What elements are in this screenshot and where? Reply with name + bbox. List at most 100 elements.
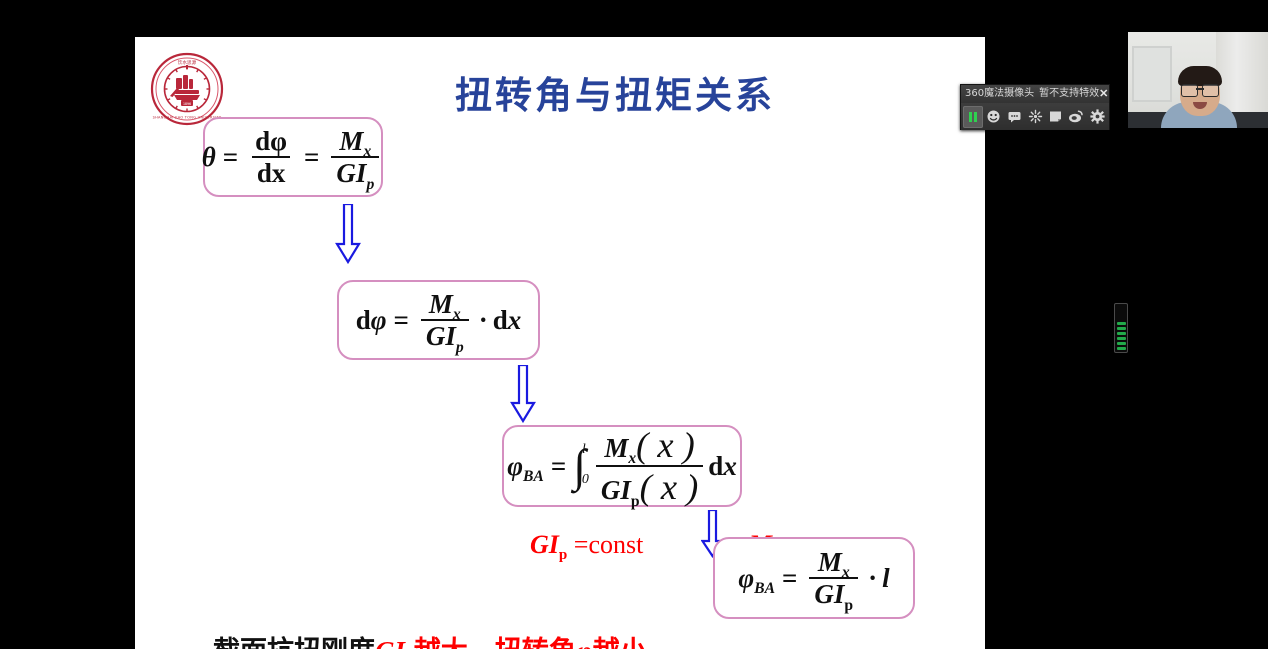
- symbol-phi: φ: [507, 450, 523, 481]
- glasses-bridge: [1196, 88, 1204, 90]
- level-segment: [1116, 342, 1126, 345]
- subscript-p: p: [455, 338, 464, 356]
- bottom-text-part1: 截面抗扭刚度: [213, 636, 375, 649]
- symbol-d-tail: d: [708, 450, 724, 481]
- level-segment: [1116, 337, 1126, 340]
- level-segment-off: [1117, 307, 1126, 310]
- glasses-left-lens: [1181, 84, 1198, 97]
- symbol-phi: φ: [370, 304, 387, 335]
- down-arrow-2-icon: [510, 365, 536, 423]
- symbol-x-tail: x: [723, 450, 737, 481]
- level-segment: [1116, 332, 1126, 335]
- numerator-dphi: dφ: [255, 125, 288, 156]
- integral-symbol-icon: ∫ l 0: [573, 442, 589, 488]
- symbol-gi: GI: [425, 321, 456, 351]
- svg-text:饮水思源: 饮水思源: [178, 59, 197, 66]
- formula-theta-content: θ = dφ dx = Mx GIp: [201, 125, 385, 192]
- symbol-d-tail: d: [492, 304, 508, 335]
- smiley-face-icon[interactable]: [984, 106, 1004, 128]
- webcam-person-hair: [1178, 66, 1222, 86]
- weibo-icon[interactable]: [1067, 106, 1087, 128]
- numerator-mx: Mx: [813, 547, 855, 580]
- glasses-right-lens: [1202, 84, 1219, 97]
- symbol-gi: GI: [600, 475, 631, 505]
- webcam-person-glasses: [1181, 84, 1219, 97]
- equals-1: =: [222, 141, 239, 172]
- bottom-text-part4: 扭转角φ越小: [495, 636, 647, 649]
- close-icon[interactable]: ✕: [1099, 87, 1109, 100]
- formula-box-final: φBA = Mx GIp · l: [713, 537, 915, 619]
- fraction-dphi-dx: dφ dx: [250, 125, 292, 188]
- integral-lower-limit: 0: [581, 472, 589, 487]
- camera-toolbar-status: 暂不支持特效: [1039, 88, 1100, 99]
- equals-const-text: =const: [567, 530, 644, 559]
- symbol-m: M: [604, 432, 629, 463]
- level-segment: [1116, 327, 1126, 330]
- equals: =: [782, 562, 798, 593]
- formula-final-content: φBA = Mx GIp · l: [738, 547, 889, 613]
- symbol-theta: θ: [201, 141, 216, 172]
- subscript-x: x: [452, 306, 461, 324]
- numerator-mx: Mx: [334, 125, 376, 159]
- symbol-d: d: [355, 304, 371, 335]
- pause-icon[interactable]: [963, 105, 983, 128]
- bottom-text-gi: GI: [375, 636, 405, 649]
- argument-x: ( x ): [636, 424, 695, 465]
- level-segment-off: [1117, 317, 1126, 320]
- subscript-x: x: [628, 450, 637, 468]
- multiplication-dot: ·: [478, 304, 488, 335]
- denominator-gip-of-x: GIp( x ): [595, 465, 704, 509]
- subscript-p: p: [844, 596, 854, 614]
- frame-icon[interactable]: [1046, 106, 1066, 128]
- integral-limits: l 0: [581, 442, 589, 488]
- integral-upper-limit: l: [581, 442, 586, 457]
- symbol-gi: GI: [814, 579, 845, 609]
- down-arrow-1-icon: [335, 204, 361, 264]
- fraction-mx-gip: Mx GIp: [331, 125, 380, 192]
- webcam-preview[interactable]: [1128, 32, 1268, 128]
- webcam-person-mouth: [1193, 102, 1207, 109]
- denominator-gip: GIp: [809, 577, 859, 613]
- subscript-p: p: [558, 547, 568, 564]
- presentation-slide: 饮水思源 SHANGHAI JIAO TONG UNIVERSITY 1896 …: [135, 37, 985, 649]
- camera-toolbar-titlebar[interactable]: 360魔法摄像头 暂不支持特效 ✕: [961, 85, 1109, 103]
- level-segment-off: [1117, 312, 1126, 315]
- symbol-m: M: [428, 288, 453, 319]
- denominator-dx: dx: [251, 156, 291, 187]
- symbol-phi: φ: [738, 562, 755, 593]
- formula-integral-content: φBA = ∫ l 0 Mx( x ) GIp( x ) d x: [507, 424, 737, 510]
- level-segment: [1116, 347, 1126, 350]
- slide-title: 扭转角与扭矩关系: [455, 76, 775, 117]
- symbol-x-tail: x: [507, 304, 522, 335]
- subscript-p: p: [630, 492, 640, 510]
- denominator-gip: GIp: [420, 319, 469, 355]
- formula-box-theta: θ = dφ dx = Mx GIp: [201, 117, 385, 197]
- equals-2: =: [304, 141, 320, 172]
- formula-box-dphi: d φ = Mx GIp · d x: [337, 280, 540, 360]
- multiplication-dot: ·: [868, 562, 878, 593]
- subscript-x: x: [841, 564, 850, 582]
- fraction-mx-gip-of-x: Mx( x ) GIp( x ): [595, 424, 704, 509]
- magic-sparkle-icon[interactable]: [1025, 106, 1045, 128]
- svg-text:1896: 1896: [183, 102, 191, 106]
- svg-text:SHANGHAI JIAO TONG UNIVERSITY: SHANGHAI JIAO TONG UNIVERSITY: [153, 116, 222, 120]
- formula-box-integral: φBA = ∫ l 0 Mx( x ) GIp( x ) d x: [502, 424, 742, 510]
- symbol-gi: GI: [530, 530, 559, 559]
- camera-toolbar-title: 360魔法摄像头: [965, 88, 1035, 99]
- phi-ba-group: φBA: [507, 450, 544, 486]
- subscript-ba: BA: [754, 580, 776, 598]
- speech-bubble-icon[interactable]: [1004, 106, 1024, 128]
- subscript-ba: BA: [522, 468, 544, 486]
- symbol-m: M: [339, 125, 364, 156]
- camera-toolbar[interactable]: 360魔法摄像头 暂不支持特效 ✕: [960, 84, 1110, 130]
- slide-bottom-conclusion: 截面抗扭刚度GIp越大，扭转角φ越小: [213, 629, 647, 649]
- camera-toolbar-icon-row: [961, 103, 1109, 130]
- argument-x: ( x ): [639, 467, 699, 507]
- formula-dphi-content: d φ = Mx GIp · d x: [355, 288, 522, 355]
- gear-icon[interactable]: [1087, 106, 1107, 128]
- phi-ba-group: φBA: [738, 562, 776, 598]
- audio-level-meter[interactable]: [1114, 303, 1128, 353]
- numerator-mx-of-x: Mx( x ): [599, 424, 700, 468]
- subscript-p: p: [366, 175, 375, 193]
